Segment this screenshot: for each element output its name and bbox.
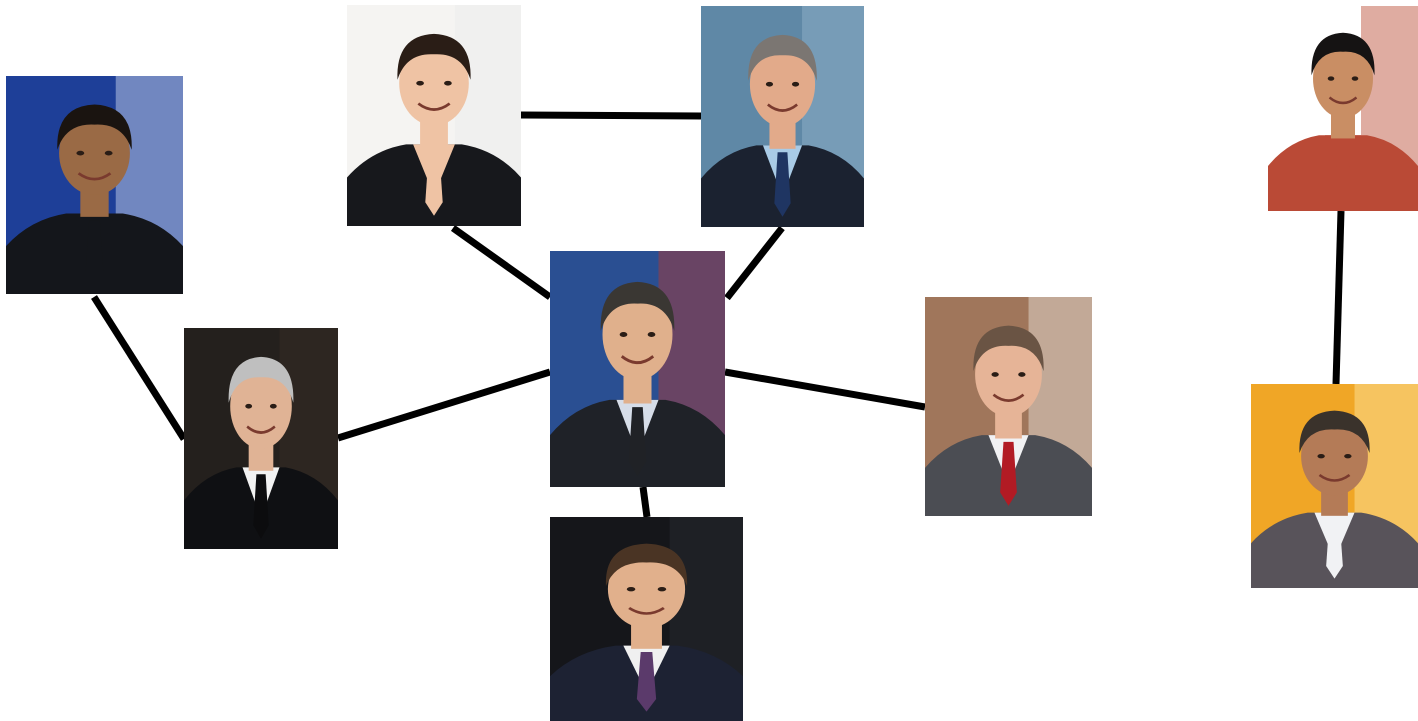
connector-line <box>724 368 926 411</box>
portrait-far-right-top <box>1268 6 1418 211</box>
connector-line <box>520 111 702 120</box>
connector-line <box>336 368 552 442</box>
connector-line <box>639 486 651 518</box>
portrait-photo <box>701 6 864 227</box>
portrait-far-left <box>6 76 183 294</box>
portrait-far-right-bottom <box>1251 384 1418 588</box>
portrait-right <box>925 297 1092 516</box>
connector-line <box>450 225 553 300</box>
connector-line <box>1332 210 1345 385</box>
portrait-center <box>550 251 725 487</box>
portrait-photo <box>550 251 725 487</box>
portrait-photo <box>1268 6 1418 211</box>
portrait-top-right <box>701 6 864 227</box>
portrait-mid-left <box>184 328 338 549</box>
portrait-photo <box>6 76 183 294</box>
portrait-bottom <box>550 517 743 721</box>
portrait-photo <box>925 297 1092 516</box>
portrait-photo <box>184 328 338 549</box>
connector-line <box>91 295 187 441</box>
portrait-top-left <box>347 5 521 226</box>
portrait-photo <box>347 5 521 226</box>
portrait-photo <box>1251 384 1418 588</box>
connector-line <box>724 225 785 301</box>
portrait-photo <box>550 517 743 721</box>
